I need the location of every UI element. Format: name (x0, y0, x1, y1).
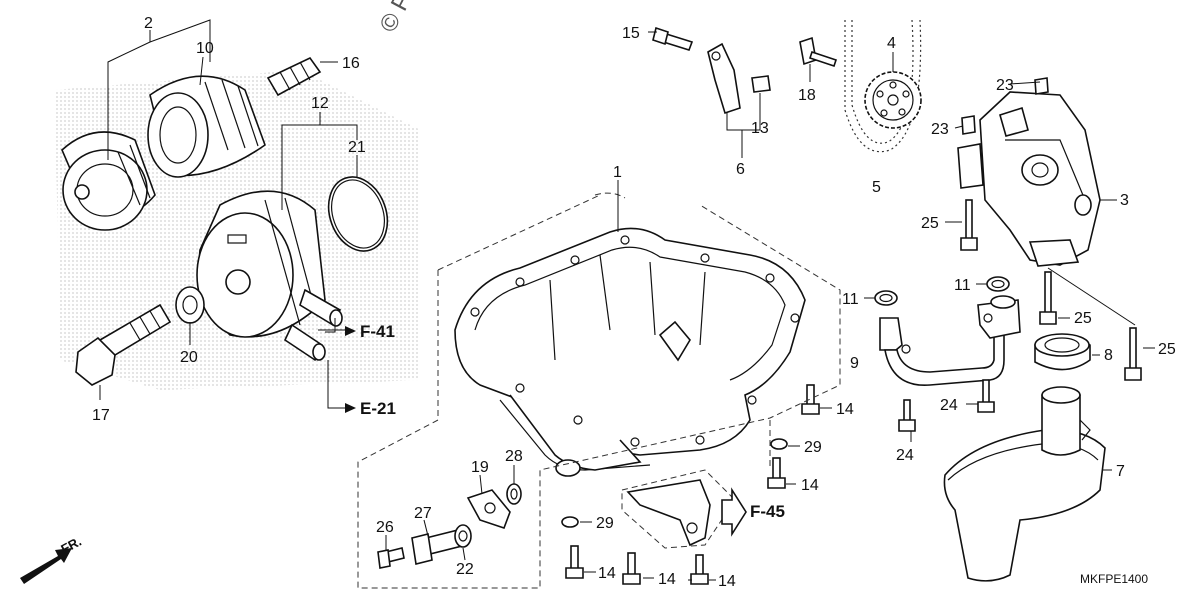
bolt-14a[interactable] (801, 384, 820, 415)
oil-filter[interactable] (61, 131, 156, 231)
callout-22[interactable]: 22 (456, 561, 474, 578)
callout-29b[interactable]: 29 (596, 515, 614, 532)
callout-4[interactable]: 4 (887, 35, 896, 52)
watermark: © Par (374, 0, 427, 37)
leader-lines (99, 19, 1155, 581)
callout-19[interactable]: 19 (471, 459, 489, 476)
callout-28[interactable]: 28 (505, 448, 523, 465)
oil-cooler[interactable] (196, 190, 343, 362)
dowel-23a[interactable] (1034, 77, 1049, 95)
bolt-24a[interactable] (977, 379, 995, 413)
callout-25b[interactable]: 25 (1074, 310, 1092, 327)
ref-arrow-e21 (345, 403, 356, 413)
callout-24b[interactable]: 24 (896, 447, 914, 464)
oil-pump-sprocket[interactable] (864, 71, 922, 129)
drain-bolt-27[interactable] (411, 529, 463, 565)
bolt-25b[interactable] (1039, 271, 1057, 325)
oil-seal-8[interactable] (1034, 333, 1091, 371)
callout-14b[interactable]: 14 (801, 477, 819, 494)
washer-22[interactable] (454, 524, 472, 548)
pan-bracket[interactable] (626, 479, 711, 547)
callout-29a[interactable]: 29 (804, 439, 822, 456)
callout-24a[interactable]: 24 (940, 397, 958, 414)
oil-pipe[interactable] (879, 295, 1021, 386)
bolt-26[interactable] (377, 547, 405, 569)
washer-28[interactable] (506, 483, 522, 505)
callout-14e[interactable]: 14 (718, 573, 736, 590)
plate-19[interactable] (466, 489, 511, 530)
bolt-25c[interactable] (1124, 327, 1142, 381)
callout-1[interactable]: 1 (613, 164, 622, 181)
callout-13[interactable]: 13 (751, 120, 769, 137)
callout-12[interactable]: 12 (311, 95, 329, 112)
ref-arrow-f45 (721, 487, 747, 537)
filter-element[interactable] (147, 75, 266, 178)
callout-9[interactable]: 9 (850, 355, 859, 372)
callout-14d[interactable]: 14 (658, 571, 676, 588)
pump-sleeve[interactable] (957, 143, 984, 189)
callout-23a[interactable]: 23 (996, 77, 1014, 94)
callout-8[interactable]: 8 (1104, 347, 1113, 364)
sealing-washer-20[interactable] (175, 286, 205, 324)
callout-25c[interactable]: 25 (1158, 341, 1176, 358)
bracket-6[interactable] (707, 42, 741, 115)
ref-arrow-f41 (345, 326, 356, 336)
callout-15[interactable]: 15 (622, 25, 640, 42)
oil-pump-chain[interactable] (844, 19, 922, 153)
callout-27[interactable]: 27 (414, 505, 432, 522)
callout-3[interactable]: 3 (1120, 192, 1129, 209)
ref-f45[interactable]: F-45 (750, 502, 785, 521)
callout-labels: 1 2 3 4 5 6 7 8 9 10 11 11 12 13 14 14 1… (92, 15, 1176, 590)
diagram-code: MKFPE1400 (1080, 572, 1148, 586)
bolt-15[interactable] (652, 26, 694, 51)
callout-26[interactable]: 26 (376, 519, 394, 536)
callout-21[interactable]: 21 (348, 139, 366, 156)
o-ring-11a[interactable] (874, 290, 898, 306)
bolt-14c[interactable] (565, 545, 584, 579)
callout-11a[interactable]: 11 (842, 291, 859, 308)
bolt-25a[interactable] (960, 199, 978, 251)
o-ring-11b[interactable] (986, 276, 1010, 292)
washer-29b[interactable] (561, 516, 579, 528)
oil-strainer[interactable] (943, 386, 1106, 582)
callout-14c[interactable]: 14 (598, 565, 616, 582)
callout-16[interactable]: 16 (342, 55, 360, 72)
callout-11b[interactable]: 11 (954, 277, 971, 294)
bolt-14d[interactable] (622, 552, 641, 585)
ref-e21[interactable]: E-21 (360, 399, 396, 418)
callout-14a[interactable]: 14 (836, 401, 854, 418)
ref-f41[interactable]: F-41 (360, 322, 395, 341)
callout-6[interactable]: 6 (736, 161, 745, 178)
collar-13[interactable] (751, 75, 771, 93)
callout-2[interactable]: 2 (144, 15, 153, 32)
group-boundary (357, 192, 841, 589)
oil-pan[interactable] (454, 227, 806, 477)
callout-5[interactable]: 5 (872, 179, 881, 196)
callout-7[interactable]: 7 (1116, 463, 1125, 480)
washer-29a[interactable] (770, 438, 788, 450)
bolt-24b[interactable] (898, 399, 916, 432)
o-ring-21[interactable] (319, 169, 398, 260)
callout-23b[interactable]: 23 (931, 121, 949, 138)
callout-18[interactable]: 18 (798, 87, 816, 104)
oil-pump[interactable] (979, 91, 1101, 267)
callout-20[interactable]: 20 (180, 349, 198, 366)
dowel-23b[interactable] (961, 115, 976, 135)
callout-10[interactable]: 10 (196, 40, 214, 57)
callout-17[interactable]: 17 (92, 407, 110, 424)
front-direction-arrow (20, 548, 72, 584)
bolt-18[interactable] (799, 36, 838, 68)
callout-25a[interactable]: 25 (921, 215, 939, 232)
bolt-14e[interactable] (690, 554, 709, 585)
bolt-14b[interactable] (767, 457, 786, 489)
center-bolt-17[interactable] (75, 303, 172, 386)
joint-pipe[interactable] (266, 56, 322, 97)
